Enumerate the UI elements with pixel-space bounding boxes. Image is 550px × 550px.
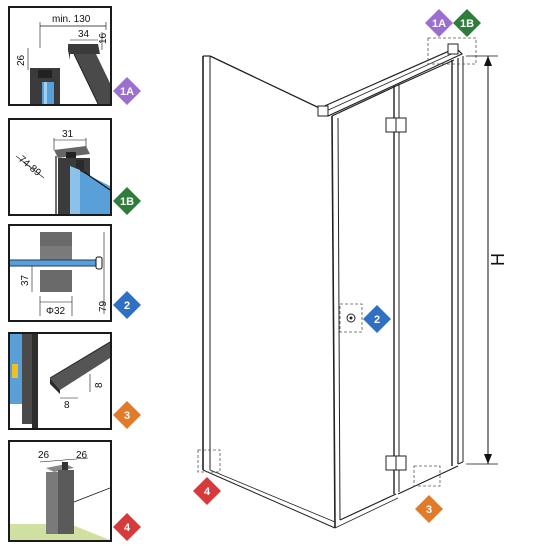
dim-label-37: 37 (20, 274, 31, 286)
badge-3-main: 3 (415, 495, 443, 523)
badge-2-panel: 2 (113, 291, 141, 319)
svg-text:2: 2 (124, 300, 130, 312)
knob-icon (95, 256, 103, 270)
detail-panel-1a: min. 130 34 16 26 (8, 6, 112, 106)
door-handle[interactable] (339, 303, 363, 333)
top-stabilizer-bar (317, 43, 464, 117)
svg-text:3: 3 (124, 410, 130, 422)
dim-label-8-width: 8 (64, 400, 70, 411)
hinge-top (385, 117, 407, 133)
wall-profile-body (46, 472, 58, 534)
svg-text:1A: 1A (432, 18, 446, 30)
svg-text:4: 4 (204, 486, 211, 498)
glass-section (10, 260, 102, 266)
svg-text:1B: 1B (120, 196, 134, 208)
dim-label-8-height: 8 (94, 382, 105, 388)
callout-box-3 (413, 465, 441, 487)
fixed-side-panel (202, 55, 336, 529)
badge-2-main: 2 (363, 305, 391, 333)
badge-1a-panel: 1A (113, 77, 141, 105)
detail-4-drawing: 26 26 (10, 450, 110, 540)
folding-door (331, 56, 464, 529)
dim-label-26: 26 (16, 54, 27, 66)
svg-text:2: 2 (374, 314, 380, 326)
height-dimension (466, 55, 498, 465)
dim-label-16: 16 (98, 32, 109, 44)
badge-4-panel: 4 (113, 513, 141, 541)
height-label: H (488, 253, 508, 266)
hinge-bottom (385, 455, 407, 471)
stabilizer-bar (74, 54, 110, 104)
detail-panel-4: 26 26 (8, 440, 112, 542)
badge-4-main: 4 (193, 477, 221, 505)
dim-label-79: 79 (98, 300, 109, 312)
wall-bracket (68, 44, 100, 54)
detail-1a-drawing: min. 130 34 16 26 (16, 14, 110, 104)
dim-label-26-right: 26 (76, 450, 88, 461)
badge-1b-panel: 1B (113, 187, 141, 215)
handle-body (40, 246, 72, 260)
badge-1a-top: 1A (425, 9, 453, 37)
detail-1b-drawing: 31 74-89 (15, 129, 110, 214)
detail-panel-3: 8 8 (8, 332, 112, 430)
detail-2-drawing: 37 79 Φ32 (10, 232, 109, 317)
dim-label-diameter: Φ32 (46, 306, 66, 317)
svg-text:1B: 1B (460, 18, 474, 30)
svg-text:3: 3 (426, 504, 432, 516)
dim-label-26-left: 26 (38, 450, 50, 461)
detail-panel-1b: 31 74-89 (8, 118, 112, 216)
svg-text:4: 4 (124, 522, 131, 534)
callout-box-1 (427, 37, 477, 65)
svg-text:1A: 1A (120, 86, 134, 98)
dim-label-34: 34 (78, 29, 90, 40)
dim-label-min130: min. 130 (52, 14, 91, 25)
badge-1b-top: 1B (453, 9, 481, 37)
badge-3-panel: 3 (113, 401, 141, 429)
detail-panel-2: 37 79 Φ32 (8, 224, 112, 322)
callout-box-4 (197, 449, 221, 473)
bottom-seal (50, 342, 110, 390)
detail-3-drawing: 8 8 (10, 334, 110, 428)
dim-label-31: 31 (62, 129, 74, 140)
